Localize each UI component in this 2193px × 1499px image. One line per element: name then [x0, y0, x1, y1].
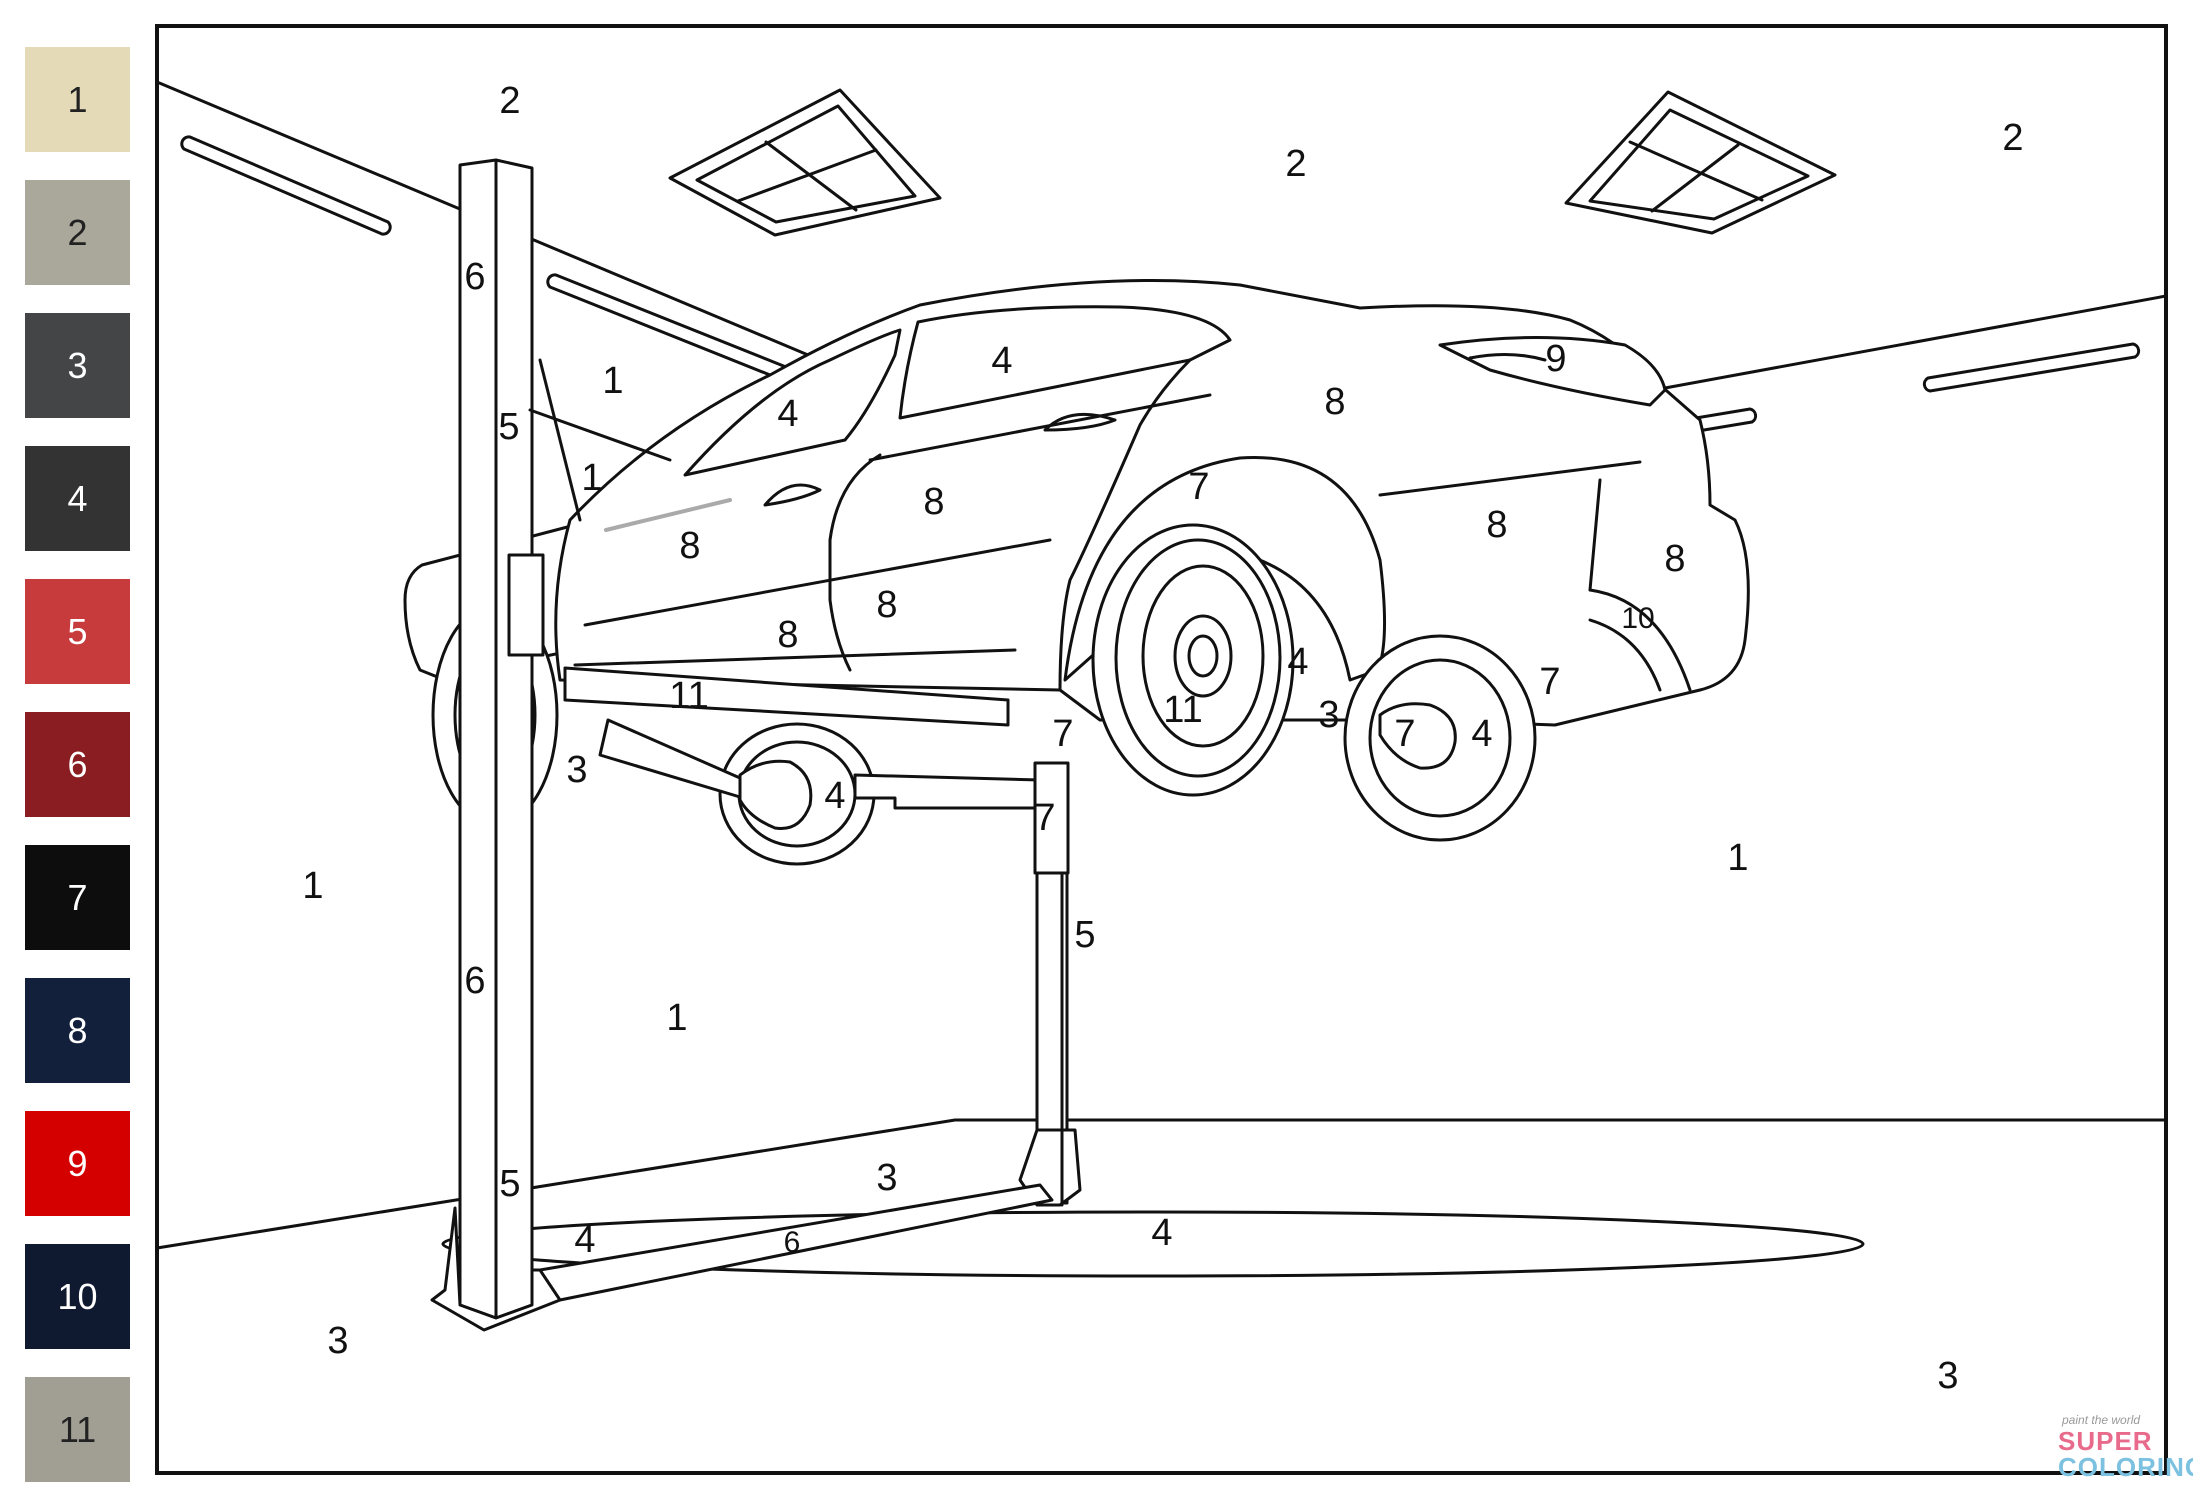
region-number: 1: [602, 360, 623, 402]
region-numbers: 2 2 2 6 5 1 1 4 4 9 8 7 8 8 8 8 8 8 10 7…: [302, 80, 2023, 1397]
region-number: 5: [499, 1163, 520, 1205]
palette-swatch-1[interactable]: 1: [25, 47, 130, 152]
region-number: 11: [1163, 689, 1202, 731]
palette-swatch-11[interactable]: 11: [25, 1377, 130, 1482]
lift-floor-arm: [538, 1183, 1054, 1302]
region-number: 7: [1034, 797, 1055, 839]
swatch-number: 10: [57, 1276, 98, 1317]
region-number: 8: [876, 584, 897, 626]
region-number: 6: [784, 1226, 801, 1259]
lift-post-front: [430, 158, 672, 1332]
region-number: 8: [1486, 504, 1507, 546]
region-number: 3: [1937, 1355, 1958, 1397]
palette-swatch-7[interactable]: 7: [25, 845, 130, 950]
lift-arms: [563, 666, 1042, 831]
swatch-number: 9: [67, 1143, 88, 1184]
region-number: 5: [1074, 914, 1095, 956]
region-number: 8: [1324, 381, 1345, 423]
ceiling-skylight-left: [668, 88, 942, 237]
palette-swatch-3[interactable]: 3: [25, 313, 130, 418]
region-number: 1: [666, 997, 687, 1039]
swatch-number: 2: [67, 212, 88, 253]
swatch-number: 7: [67, 877, 88, 918]
region-number: 3: [1318, 694, 1339, 736]
watermark-tagline: paint the world: [2061, 1413, 2140, 1427]
region-number: 1: [581, 457, 602, 499]
region-number: 7: [1052, 713, 1073, 755]
region-number: 7: [1188, 466, 1209, 508]
palette-swatch-4[interactable]: 4: [25, 446, 130, 551]
region-number: 9: [1545, 338, 1566, 380]
ceiling-skylight-right: [1564, 90, 1837, 235]
palette-swatch-10[interactable]: 10: [25, 1244, 130, 1349]
region-number: 3: [327, 1320, 348, 1362]
region-number: 6: [464, 256, 485, 298]
region-number: 2: [2002, 117, 2023, 159]
palette-swatch-2[interactable]: 2: [25, 180, 130, 285]
region-number: 7: [1539, 661, 1560, 703]
palette-swatch-5[interactable]: 5: [25, 579, 130, 684]
color-palette: 1 2 3 4 5 6 7 8 9 10 11: [0, 0, 150, 1499]
region-number: 4: [1151, 1212, 1172, 1254]
region-number: 7: [1394, 713, 1415, 755]
swatch-number: 11: [58, 1409, 97, 1450]
region-number: 3: [876, 1157, 897, 1199]
palette-swatch-8[interactable]: 8: [25, 978, 130, 1083]
region-number: 1: [1727, 837, 1748, 879]
region-number: 8: [1664, 538, 1685, 580]
region-number: 4: [991, 340, 1012, 382]
swatch-number: 5: [67, 611, 88, 652]
swatch-number: 8: [67, 1010, 88, 1051]
region-number: 4: [777, 393, 798, 435]
region-number: 4: [1287, 641, 1308, 683]
region-number: 11: [669, 675, 708, 717]
watermark-logo: paint the world SUPER COLORING: [2058, 1413, 2193, 1482]
palette-swatch-6[interactable]: 6: [25, 712, 130, 817]
region-number: 10: [1621, 602, 1654, 635]
region-number: 2: [499, 80, 520, 122]
swatch-number: 1: [67, 79, 88, 120]
region-number: 8: [777, 614, 798, 656]
region-number: 1: [302, 865, 323, 907]
region-number: 6: [464, 960, 485, 1002]
region-number: 8: [923, 481, 944, 523]
swatch-number: 4: [67, 478, 88, 519]
swatch-number: 6: [67, 744, 88, 785]
lift-post-rear: [1018, 761, 1082, 1207]
region-number: 4: [1471, 713, 1492, 755]
palette-swatch-9[interactable]: 9: [25, 1111, 130, 1216]
region-number: 8: [679, 525, 700, 567]
region-number: 2: [1285, 143, 1306, 185]
region-number: 5: [498, 406, 519, 448]
watermark-brand-bottom: COLORING: [2058, 1452, 2193, 1482]
region-number: 3: [566, 749, 587, 791]
region-number: 4: [574, 1219, 595, 1261]
swatch-number: 3: [67, 345, 88, 386]
region-number: 4: [824, 775, 845, 817]
watermark-brand-top: SUPER: [2058, 1426, 2153, 1456]
